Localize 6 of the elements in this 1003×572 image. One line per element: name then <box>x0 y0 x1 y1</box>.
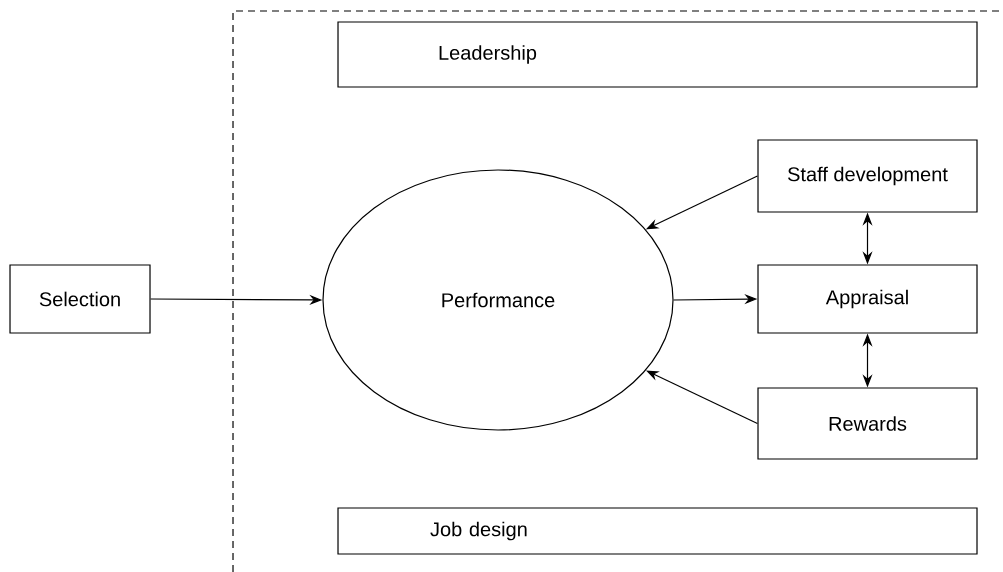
process-box: Staff development <box>757 139 978 213</box>
process-box: Job design <box>337 507 978 555</box>
process-box: Leadership <box>337 21 978 88</box>
process-box: Appraisal <box>757 264 978 334</box>
process-box: Selection <box>9 264 151 334</box>
process-box: Rewards <box>757 387 978 460</box>
